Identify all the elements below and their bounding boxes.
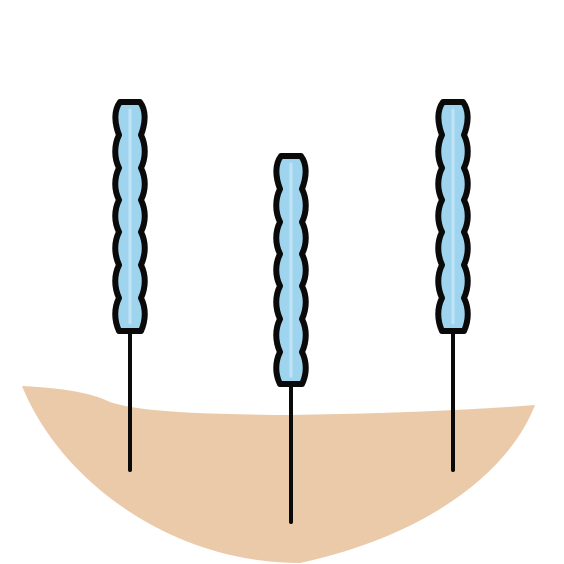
needle-middle bbox=[273, 153, 309, 524]
needle-left bbox=[112, 99, 148, 472]
skin-surface bbox=[22, 386, 535, 563]
needle-right bbox=[435, 99, 471, 472]
